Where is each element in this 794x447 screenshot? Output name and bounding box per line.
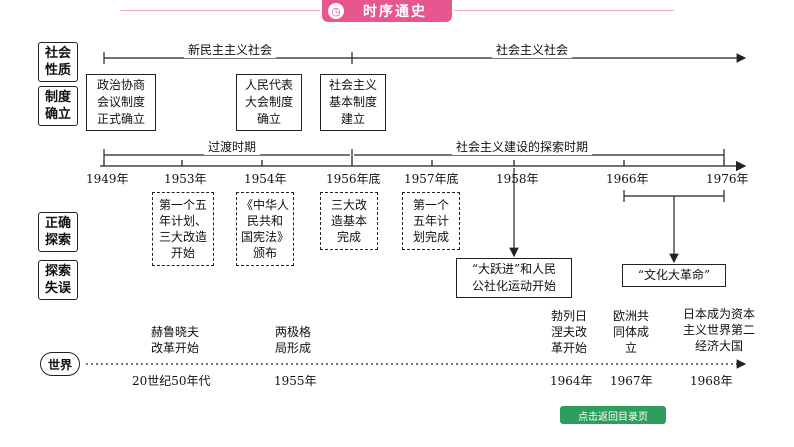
correct-box-plan-complete: 第一个 五年计 划完成 bbox=[402, 192, 460, 250]
label-correct-explore: 正确 探索 bbox=[38, 212, 78, 252]
year-1976: 1976年 bbox=[706, 172, 749, 186]
system-box-cppcc: 政治协商 会议制度 正式确立 bbox=[86, 74, 156, 131]
correct-box-transformation: 三大改 造基本 完成 bbox=[320, 192, 378, 250]
world-year-1950s: 20世纪50年代 bbox=[132, 374, 211, 388]
main-timeline bbox=[100, 160, 747, 172]
label-system-establish: 制度 确立 bbox=[38, 86, 78, 126]
era-transition: 过渡时期 bbox=[204, 138, 261, 155]
header-line-left bbox=[120, 10, 320, 11]
year-1954: 1954年 bbox=[244, 172, 287, 186]
world-year-1967: 1967年 bbox=[610, 374, 653, 388]
world-event-ec: 欧洲共 同体成 立 bbox=[612, 309, 649, 355]
year-1958: 1958年 bbox=[496, 172, 539, 186]
system-box-socialist: 社会主义 基本制度 建立 bbox=[320, 74, 386, 131]
clock-icon: ◷ bbox=[328, 3, 344, 19]
world-event-khrushchev: 赫鲁晓夫 改革开始 bbox=[150, 325, 199, 355]
world-year-1955: 1955年 bbox=[274, 374, 317, 388]
year-1956: 1956年底 bbox=[326, 172, 381, 186]
world-event-brezhnev: 勃列日 涅夫改 革开始 bbox=[550, 309, 587, 355]
back-to-contents-button[interactable]: 点击返回目录页 bbox=[560, 406, 666, 424]
correct-box-first-plan: 第一个五 年计划、 三大改造 开始 bbox=[152, 192, 214, 266]
year-1966: 1966年 bbox=[606, 172, 649, 186]
world-year-1964: 1964年 bbox=[550, 374, 593, 388]
label-world: 世界 bbox=[40, 352, 80, 376]
period-bar bbox=[103, 149, 725, 161]
society-bar bbox=[103, 52, 747, 64]
world-event-bipolar: 两极格 局形成 bbox=[274, 325, 311, 355]
year-1953: 1953年 bbox=[164, 172, 207, 186]
mistake-box-cultural-revolution: “文化大革命” bbox=[622, 264, 726, 287]
system-box-npc: 人民代表 大会制度 确立 bbox=[236, 74, 302, 131]
year-1957: 1957年底 bbox=[404, 172, 459, 186]
correct-box-constitution: 《中华人 民共和 国宪法》 颁布 bbox=[236, 192, 294, 266]
world-year-1968: 1968年 bbox=[690, 374, 733, 388]
era-socialism: 社会主义社会 bbox=[492, 41, 573, 58]
era-new-democracy: 新民主主义社会 bbox=[184, 41, 277, 58]
label-explore-mistake: 探索 失误 bbox=[38, 260, 78, 300]
mistake-box-great-leap: “大跃进”和人民 公社化运动开始 bbox=[456, 258, 572, 298]
era-exploration: 社会主义建设的探索时期 bbox=[452, 138, 593, 155]
year-1949: 1949年 bbox=[86, 172, 129, 186]
label-social-nature: 社会 性质 bbox=[38, 42, 78, 82]
header-title-text: 时序通史 bbox=[363, 4, 427, 20]
header-title: 时序通史 bbox=[322, 0, 452, 22]
world-event-japan: 日本成为资本 主义世界第二 经济大国 bbox=[682, 307, 755, 353]
cultural-revolution-bracket bbox=[623, 190, 725, 264]
header-line-right bbox=[454, 10, 674, 11]
